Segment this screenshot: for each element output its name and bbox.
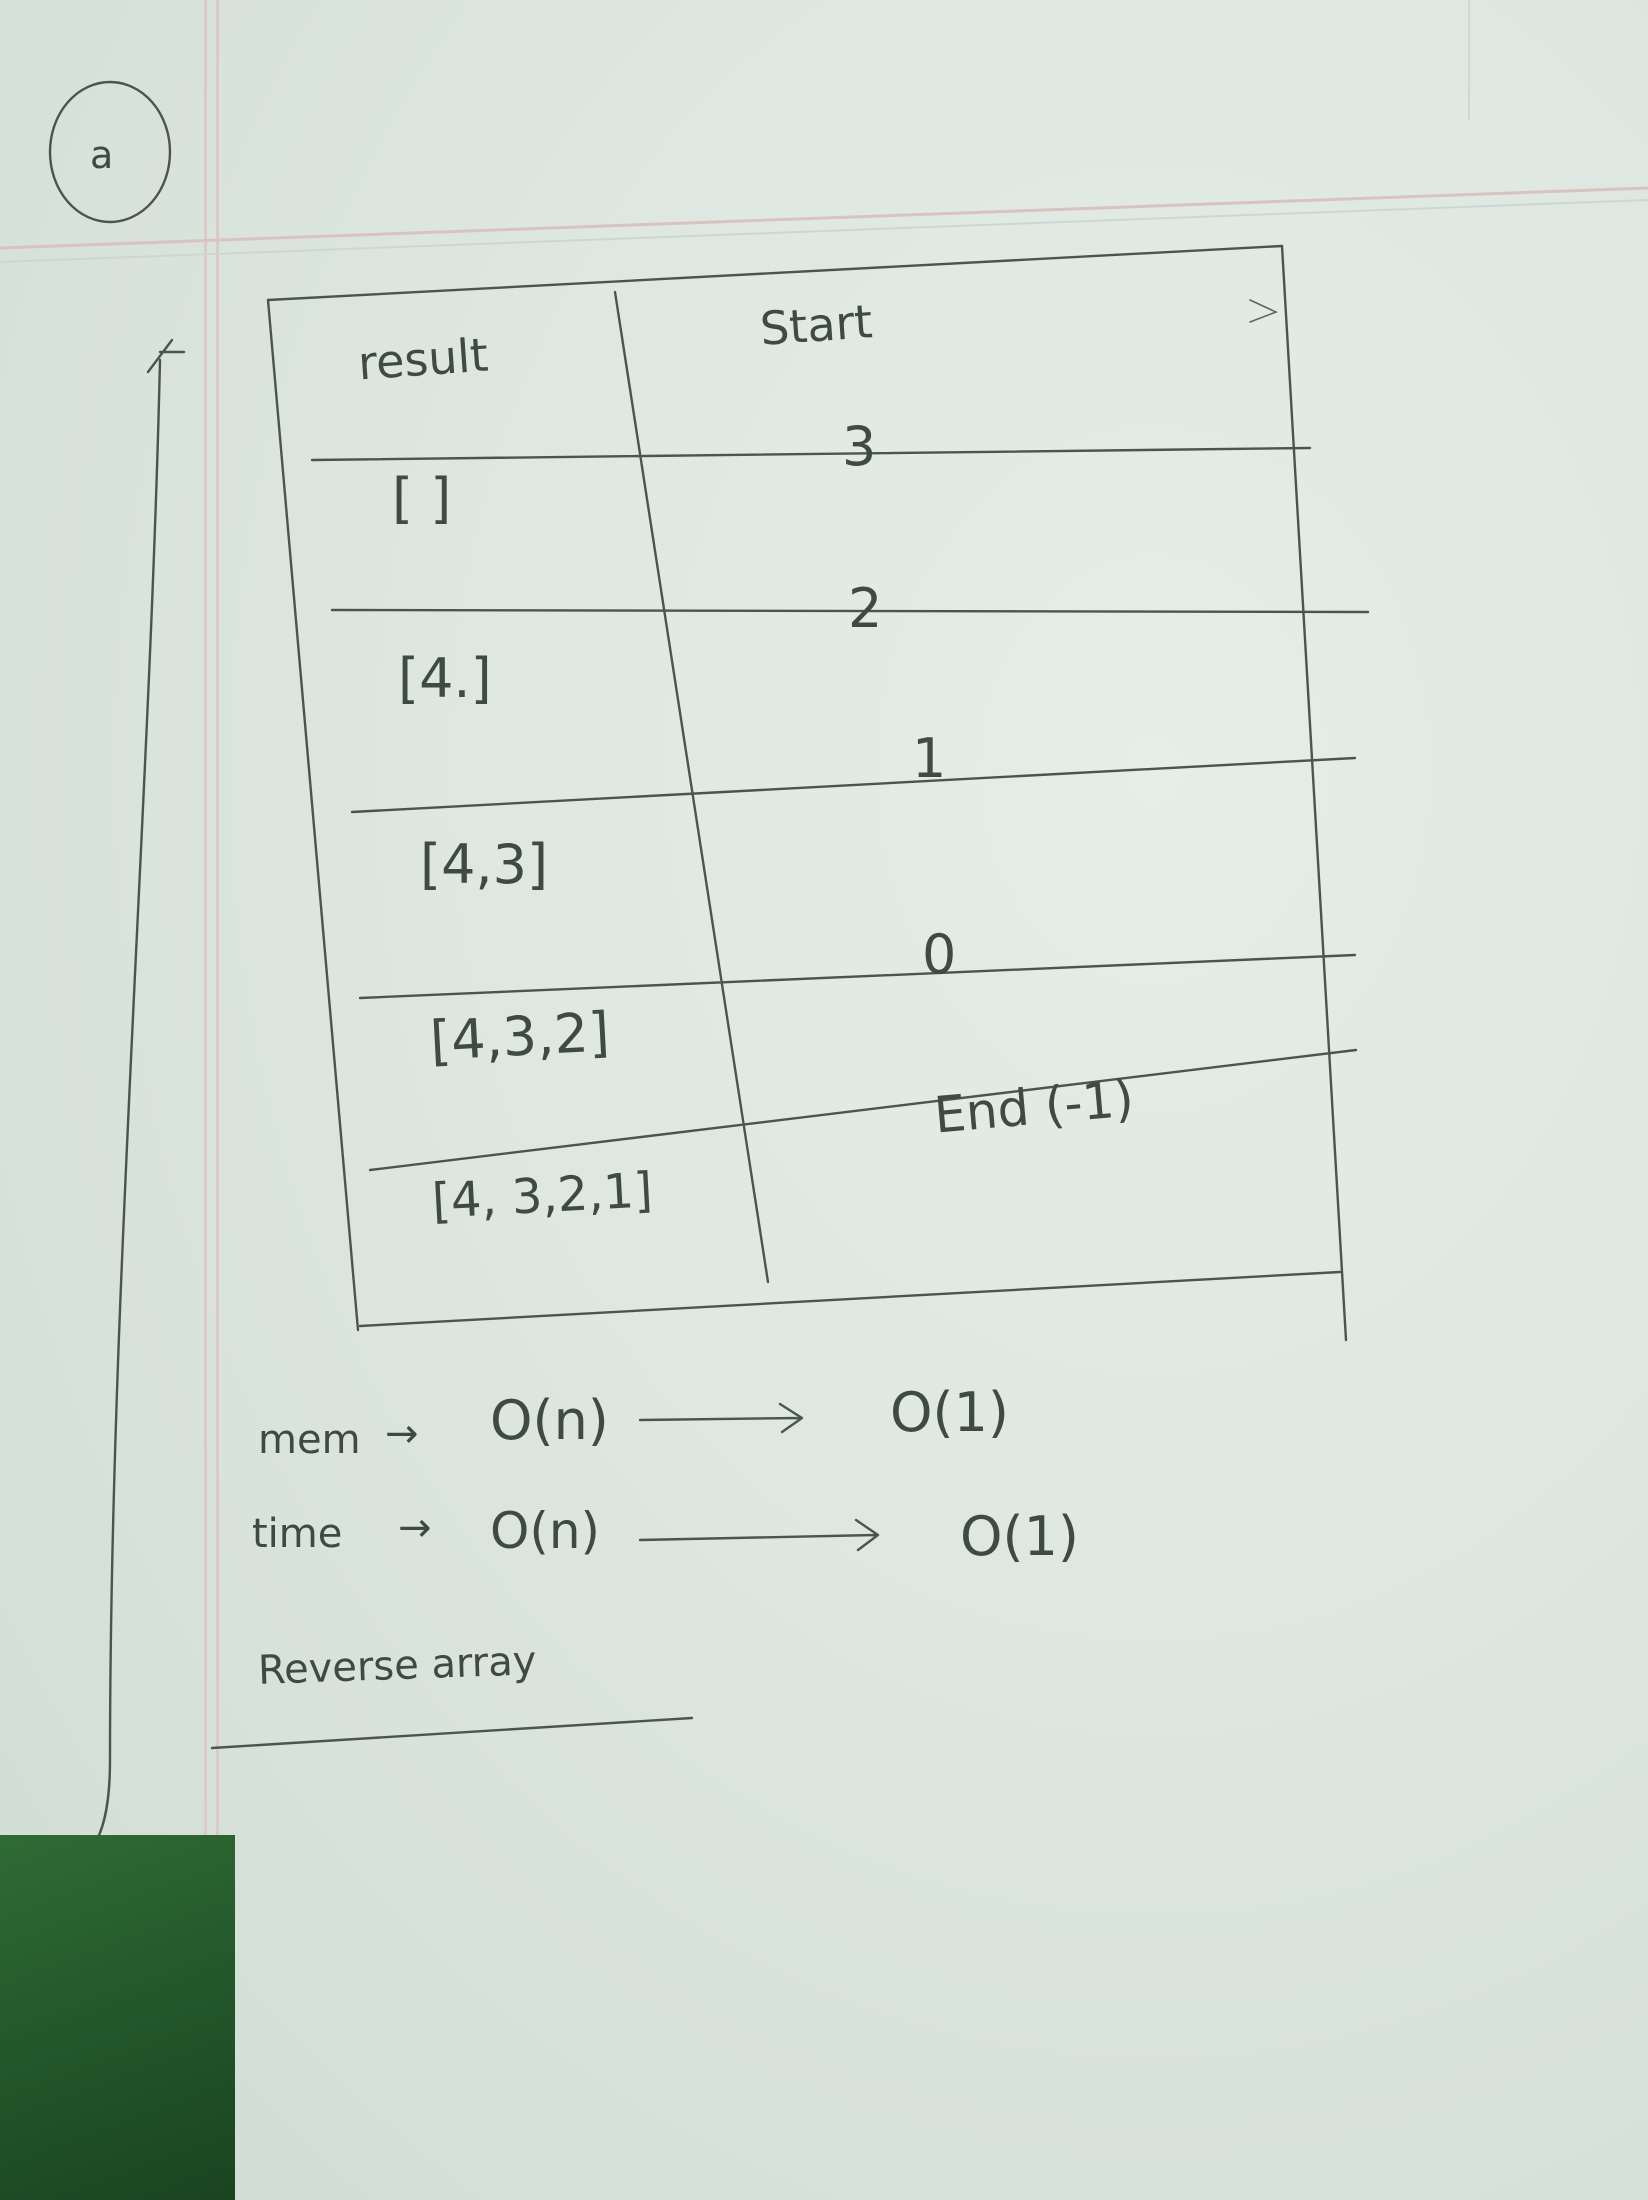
table-left-border [266, 298, 360, 1332]
time-after: O(1) [960, 1505, 1079, 1568]
header-arrow-icon [1249, 299, 1279, 323]
table-bottom-border [358, 1270, 1342, 1328]
time-label: time [252, 1511, 343, 1557]
time-before: O(n) [490, 1502, 601, 1560]
header-start: Start [758, 294, 875, 356]
question-circle [48, 80, 172, 224]
mem-before: O(n) [490, 1389, 609, 1452]
time-arrow-icon [638, 1518, 880, 1552]
start-cell-row-4: 0 [922, 923, 957, 986]
side-bracket [0, 358, 162, 1874]
table-column-divider [613, 290, 770, 1284]
result-cell-row-4: [4,3,2] [428, 1000, 612, 1073]
table-top-border [266, 244, 1284, 302]
mem-arrow-glyph: → [385, 1411, 419, 1457]
margin-line [216, 0, 219, 2200]
bracket-arrow-icon [146, 338, 186, 374]
result-cell-row-3: [4,3] [420, 833, 549, 896]
header-rule-shadow [0, 199, 1648, 263]
photo-shadow [0, 1835, 235, 2200]
header-result: result [356, 327, 490, 391]
question-label: a [90, 133, 114, 177]
header-rule [0, 186, 1648, 250]
start-cell-row-1: 3 [842, 415, 877, 478]
row-divider [368, 1048, 1358, 1172]
row-divider [330, 608, 1370, 614]
result-cell-row-2: [4.] [398, 647, 492, 710]
time-arrow-glyph: → [398, 1505, 432, 1551]
mem-after: O(1) [890, 1381, 1009, 1444]
page-fold [1468, 0, 1470, 120]
result-cell-row-1: [ ] [392, 467, 452, 530]
caption-underline [210, 1716, 694, 1750]
row-divider [350, 756, 1357, 814]
row-divider [358, 953, 1357, 1000]
row-divider [310, 446, 1312, 462]
start-cell-row-2: 2 [848, 577, 883, 640]
caption: Reverse array [257, 1638, 538, 1694]
start-cell-row-3: 1 [912, 727, 947, 790]
table-right-border [1280, 244, 1348, 1342]
mem-label: mem [258, 1417, 361, 1463]
result-cell-row-5: [4, 3,2,1] [430, 1162, 654, 1230]
margin-line [204, 0, 207, 2200]
mem-arrow-icon [638, 1402, 804, 1434]
